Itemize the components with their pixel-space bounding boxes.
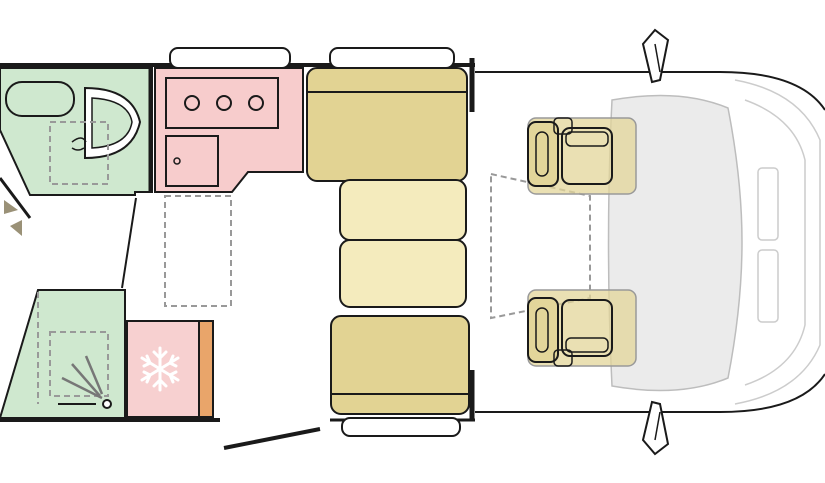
snowflake-icon [140, 346, 180, 392]
bench-rear [306, 67, 468, 182]
table-bottom [339, 239, 467, 308]
dashboard-glass [607, 94, 743, 392]
entry-door [223, 427, 321, 450]
toilet-icon [84, 86, 142, 160]
cab-area [607, 79, 821, 405]
table-top [339, 179, 467, 241]
mirror-right [641, 400, 670, 456]
passage-walls [0, 177, 137, 289]
bathroom-upper [0, 67, 153, 196]
cab-seat-driver [527, 117, 637, 195]
bathroom-lower [0, 289, 126, 419]
cab-seat-passenger [527, 289, 637, 367]
fridge-unit [126, 320, 214, 418]
mirror-left [641, 28, 670, 84]
dinette [306, 67, 470, 415]
shower-icon [49, 331, 109, 397]
kitchen-unit [154, 67, 304, 193]
door-arrows-icon [4, 200, 22, 236]
hob-burners-icon [165, 77, 279, 129]
bench-front [330, 315, 470, 415]
kitchen-sink-icon [165, 135, 219, 187]
washbasin-icon [5, 81, 75, 117]
windows [169, 47, 461, 437]
